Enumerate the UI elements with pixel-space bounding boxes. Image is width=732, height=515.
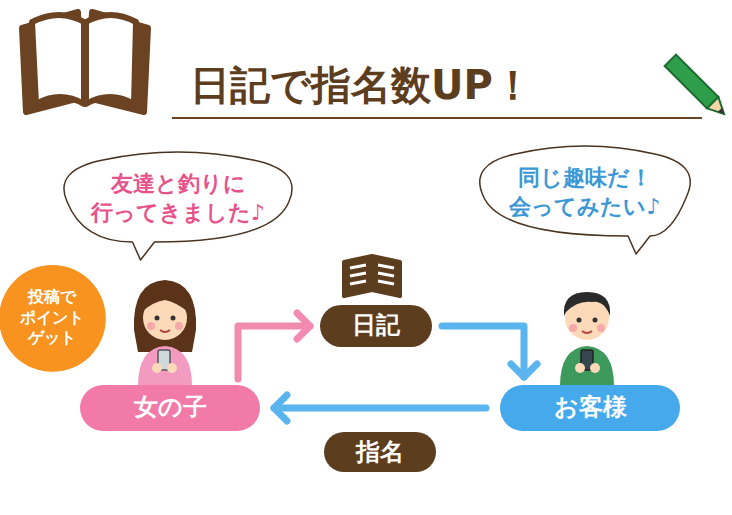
- title-underline: [172, 117, 702, 119]
- actor-pill: お客様: [500, 385, 680, 431]
- speech-bubble: 同じ趣味だ！ 会ってみたい♪: [469, 146, 701, 246]
- arrow-shaft: [274, 405, 486, 412]
- flow-arrow: [238, 313, 310, 379]
- bubble-shape: [480, 146, 690, 254]
- bubble-shape: [64, 152, 292, 260]
- flow-arrow: [274, 395, 486, 421]
- badge-disc: [0, 265, 105, 372]
- arrow-head: [511, 364, 537, 377]
- diagram-title: 日記で指名数UP！: [190, 58, 533, 113]
- pencil-icon: [665, 55, 730, 120]
- node-label: お客様: [554, 392, 627, 423]
- diary-icon: [344, 256, 400, 296]
- speech-bubble: 友達と釣りに 行ってきました♪: [53, 152, 303, 252]
- node-label: 日記: [352, 310, 400, 341]
- arrow-head: [297, 313, 310, 339]
- flow-arrow: [442, 326, 537, 377]
- boy-figure: [560, 292, 614, 386]
- actor-pill: 女の子: [80, 385, 260, 431]
- process-pill: 日記: [320, 305, 432, 347]
- node-label: 女の子: [134, 392, 207, 423]
- arrow-head: [274, 395, 287, 421]
- node-label: 友達と釣りに 行ってきました♪: [86, 170, 271, 227]
- edge-label: 指名: [324, 432, 436, 472]
- book-icon: [22, 12, 148, 112]
- node-label: 同じ趣味だ！ 会ってみたい♪: [500, 164, 670, 221]
- badge-circle: 投稿で ポイント ゲット: [0, 265, 105, 372]
- node-label: 投稿で ポイント ゲット: [15, 287, 89, 349]
- girl-figure: [134, 280, 196, 386]
